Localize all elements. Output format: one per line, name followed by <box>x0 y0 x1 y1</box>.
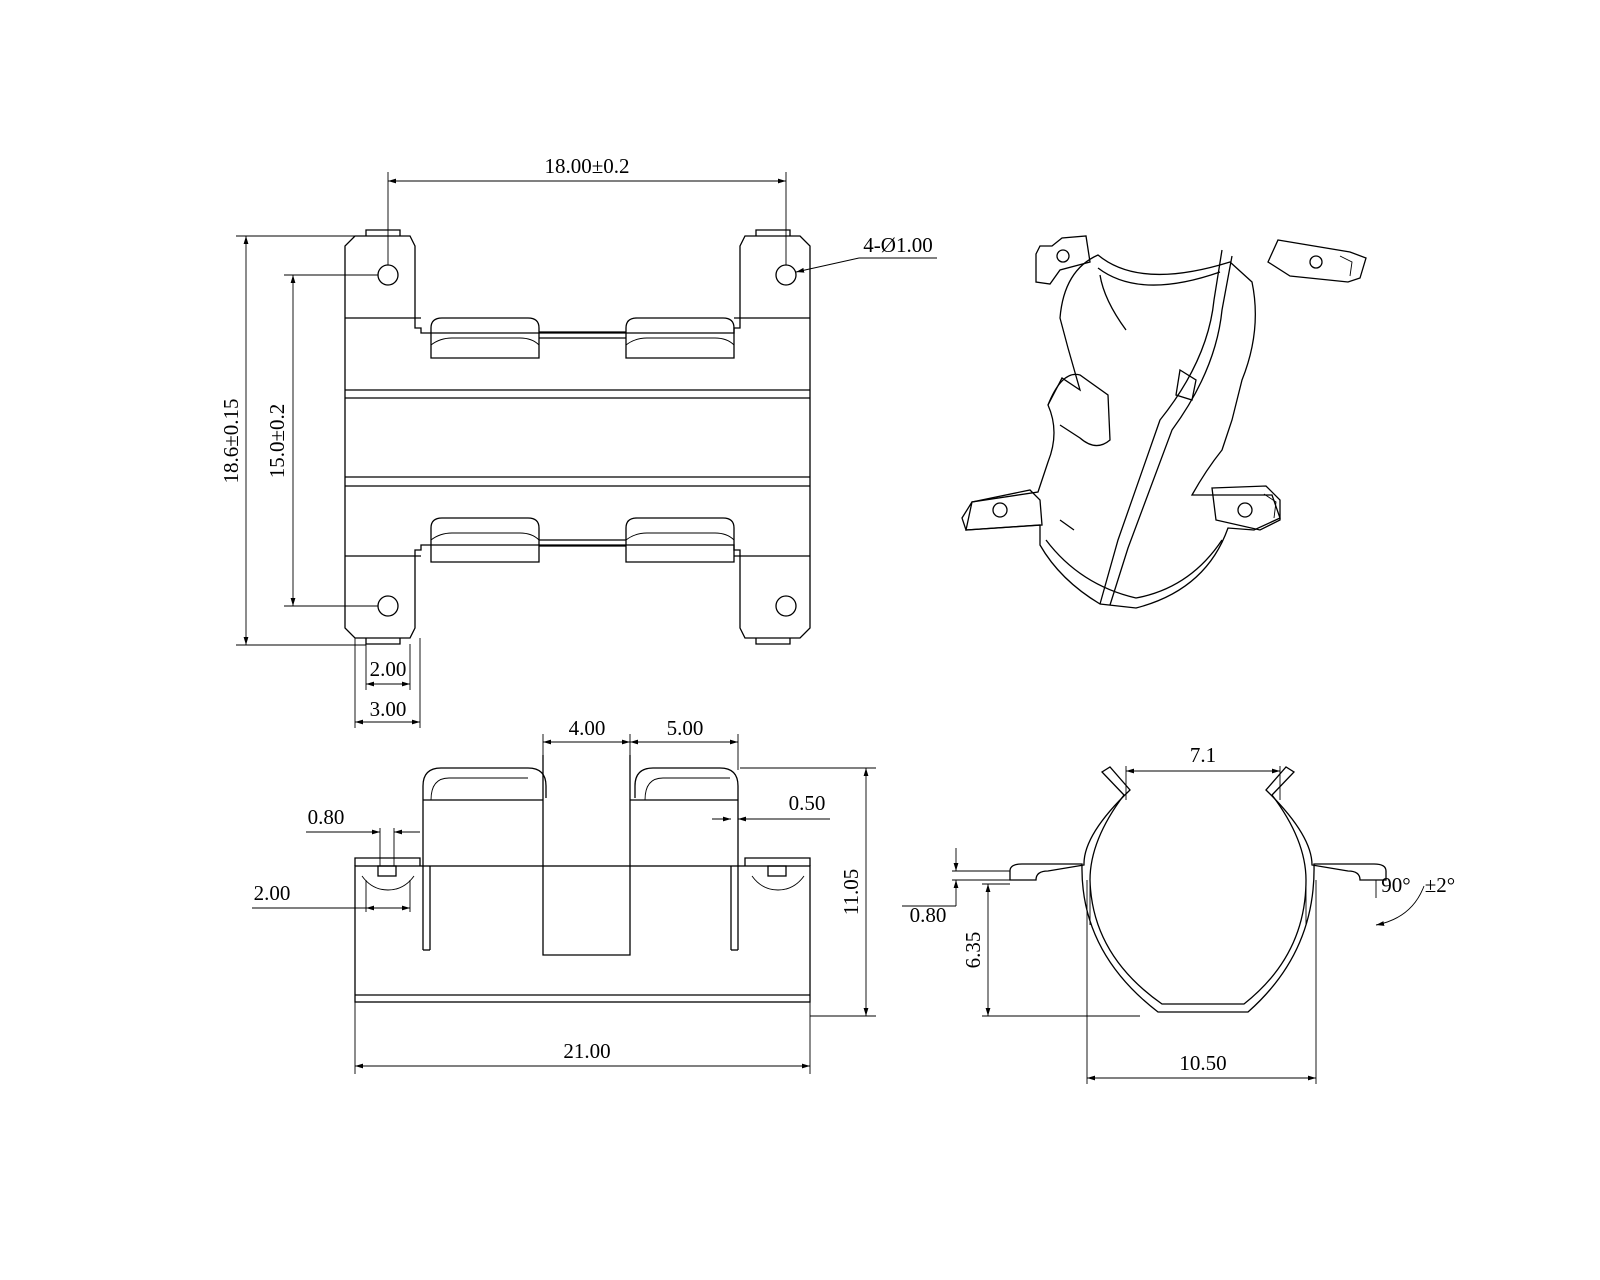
dim-flange-height: 6.35 <box>961 932 985 969</box>
dim-diameter: 10.50 <box>1179 1051 1226 1075</box>
iso-shell-outline <box>965 254 1281 609</box>
dim-center-tab: 4.00 <box>569 716 606 740</box>
mounting-hole <box>377 264 399 286</box>
dim-thickness: 0.50 <box>789 791 826 815</box>
dim-angle-tolerance: ±2° <box>1425 873 1455 897</box>
dim-hole-pitch: 18.00±0.2 <box>544 154 629 178</box>
mounting-hole <box>377 595 399 617</box>
dim-angle: 90° <box>1381 873 1410 897</box>
mounting-hole <box>775 595 797 617</box>
isometric-view <box>961 235 1367 609</box>
dim-hole-spacing: 15.0±0.2 <box>265 404 289 479</box>
dim-opening: 7.1 <box>1190 743 1216 767</box>
top-view: 18.00±0.2 4-Ø1.00 18.6±0.15 15.0±0.2 2.0… <box>219 154 937 728</box>
end-view: 7.1 10.50 0.80 6.35 90° ±2° <box>902 743 1455 1084</box>
dim-slot-width: 0.80 <box>308 805 345 829</box>
dim-flange-thickness: 0.80 <box>910 903 947 927</box>
dim-height: 11.05 <box>839 869 863 915</box>
dim-overall-height: 18.6±0.15 <box>219 398 243 483</box>
dim-slot: 2.00 <box>370 657 407 681</box>
dim-slot-offset: 2.00 <box>254 881 291 905</box>
dim-side-tab: 5.00 <box>667 716 704 740</box>
front-body <box>354 865 811 1003</box>
end-view-shell <box>1009 766 1387 1013</box>
mounting-hole <box>775 264 797 286</box>
dim-length: 21.00 <box>563 1039 610 1063</box>
front-view: 4.00 5.00 0.50 0.80 2.00 11.05 21.00 <box>252 716 876 1074</box>
dim-hole-diameter: 4-Ø1.00 <box>863 233 932 257</box>
top-view-outline <box>344 235 811 639</box>
dim-tab: 3.00 <box>370 697 407 721</box>
